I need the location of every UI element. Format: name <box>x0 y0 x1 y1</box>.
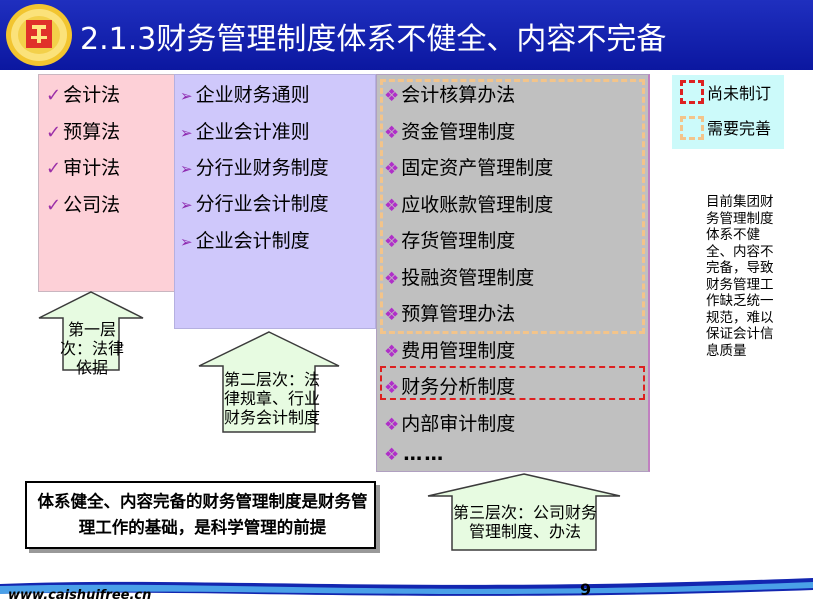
company-item: ❖费用管理制度 <box>384 340 516 362</box>
orange-dashed-square-icon <box>680 116 704 140</box>
logo-icon <box>6 4 72 66</box>
regulation-item: ➢企业会计制度 <box>180 230 310 252</box>
level1-up-arrow <box>38 291 144 371</box>
page-title: 2.1.3财务管理制度体系不健全、内容不完备 <box>80 22 667 57</box>
company-item: ❖…… <box>384 443 446 465</box>
company-item: ❖资金管理制度 <box>384 121 516 143</box>
level2-up-arrow <box>198 331 340 433</box>
footer-wave <box>0 578 813 610</box>
regulation-item: ➢分行业财务制度 <box>180 157 329 179</box>
summary-box: 体系健全、内容完备的财务管理制度是财务管理工作的基础，是科学管理的前提 <box>25 481 376 549</box>
law-column <box>38 74 176 292</box>
company-column <box>376 74 650 472</box>
law-item: ✓预算法 <box>46 121 121 143</box>
regulation-item: ➢企业会计准则 <box>180 121 310 143</box>
side-note: 目前集团财务管理制度体系不健全、内容不完备，导致财务管理工作缺乏统一规范，难以保… <box>706 194 774 359</box>
regulation-column <box>174 74 376 329</box>
law-item: ✓会计法 <box>46 84 121 106</box>
summary-text: 体系健全、内容完备的财务管理制度是财务管理工作的基础，是科学管理的前提 <box>37 492 368 537</box>
website-link[interactable]: www.caishuifree.cn <box>8 588 152 603</box>
regulation-item: ➢分行业会计制度 <box>180 193 329 215</box>
page-number: 9 <box>580 580 592 599</box>
company-item: ❖应收账款管理制度 <box>384 194 554 216</box>
level3-up-arrow <box>427 473 621 551</box>
level3-label: 第三层次：公司财务管理制度、办法 <box>452 503 597 541</box>
law-item: ✓公司法 <box>46 194 121 216</box>
company-item: ❖会计核算办法 <box>384 84 516 106</box>
company-item: ❖投融资管理制度 <box>384 267 535 289</box>
company-item: ❖内部审计制度 <box>384 413 516 435</box>
level1-label: 第一层次：法律依据 <box>60 320 125 377</box>
level2-label: 第二层次：法律规章、行业财务会计制度 <box>223 370 320 427</box>
legend-label-needs-improvement: 需要完善 <box>707 119 772 138</box>
needs-improvement-frame <box>380 79 645 334</box>
law-item: ✓审计法 <box>46 157 121 179</box>
red-dashed-square-icon <box>680 80 704 104</box>
company-item: ❖固定资产管理制度 <box>384 157 554 179</box>
company-item: ❖存货管理制度 <box>384 230 516 252</box>
not-made-frame <box>380 366 645 400</box>
legend-box <box>672 75 784 149</box>
company-item: ❖预算管理办法 <box>384 303 516 325</box>
header-bar <box>0 0 813 70</box>
regulation-item: ➢企业财务通则 <box>180 84 310 106</box>
company-item: ❖财务分析制度 <box>384 376 516 398</box>
legend-label-not-made: 尚未制订 <box>707 84 772 103</box>
